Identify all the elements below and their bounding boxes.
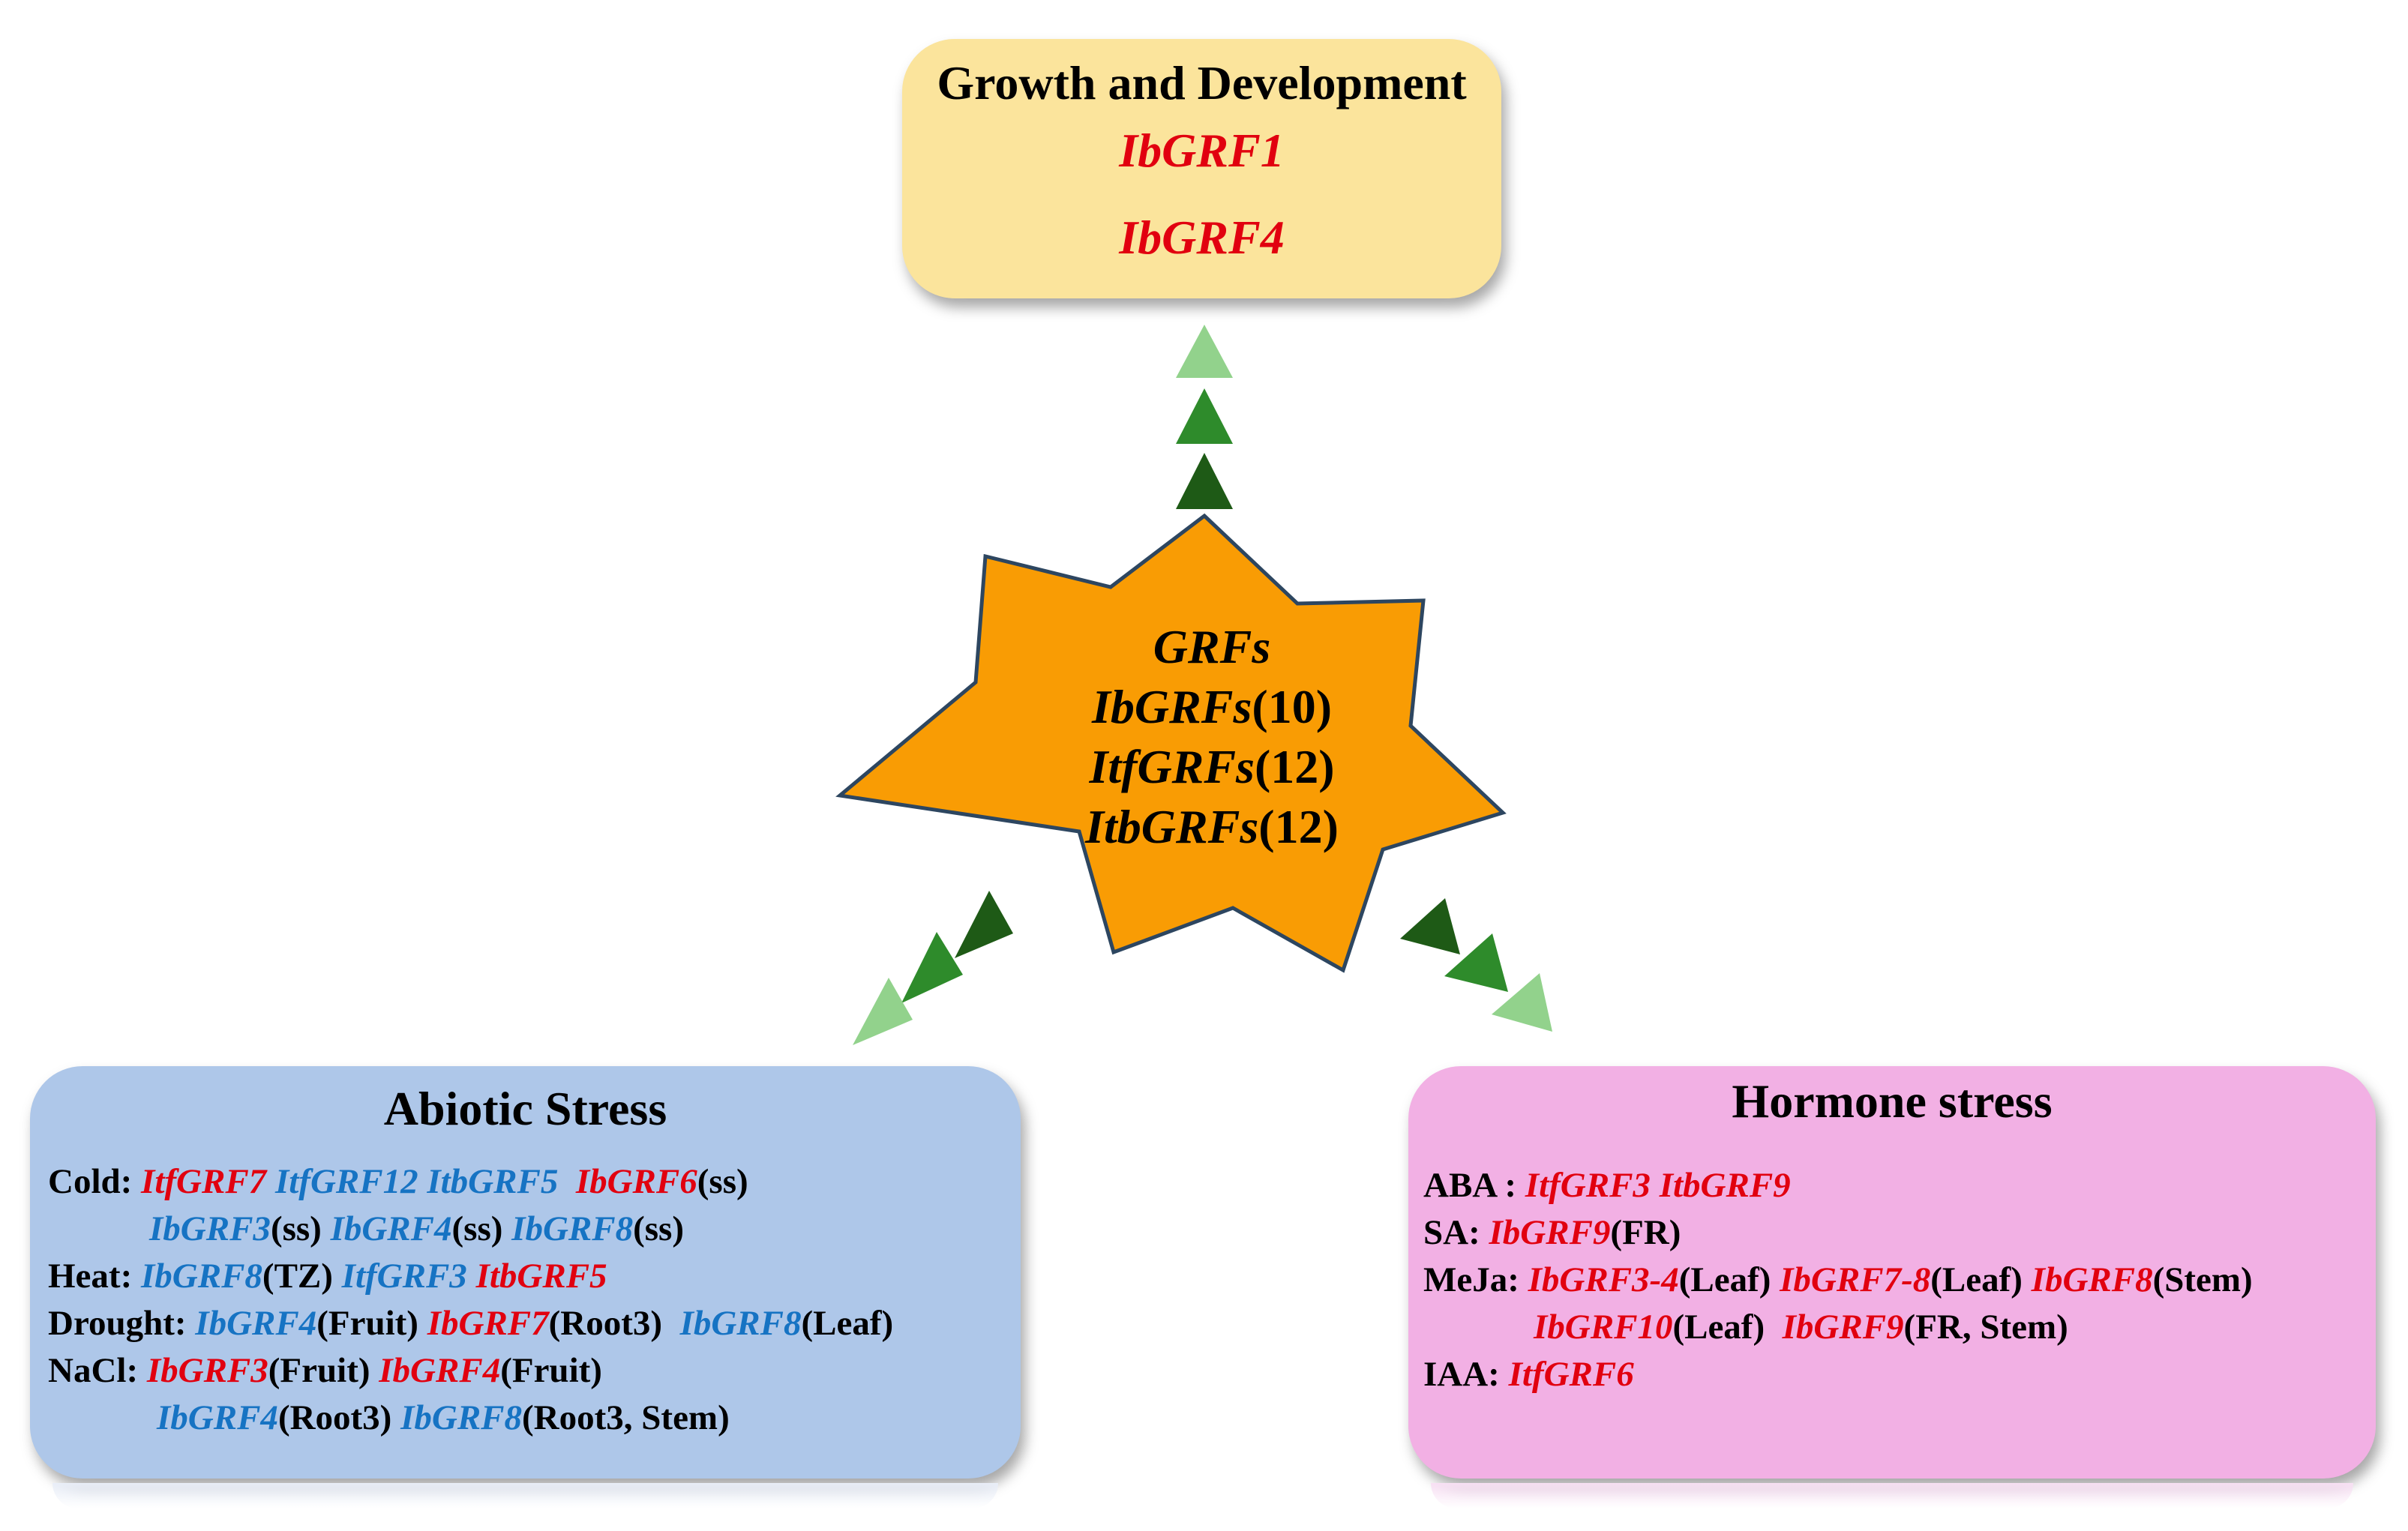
tissue: (Leaf): [801, 1304, 894, 1343]
gene: ItfGRF6: [1508, 1355, 1634, 1394]
hormone-stress-lines: ABA : ItfGRF3 ItbGRF9 SA: IbGRF9(FR) MeJ…: [1423, 1162, 2253, 1398]
abiotic-line-nacl-cont: IbGRF4(Root3) IbGRF8(Root3, Stem): [48, 1395, 893, 1442]
hormone-stress-title: Hormone stress: [1732, 1074, 2053, 1128]
star-ibgrfs-gene: IbGRFs: [1091, 680, 1252, 733]
abiotic-line-cold-cont: IbGRF3(ss) IbGRF4(ss) IbGRF8(ss): [48, 1206, 893, 1253]
gene: IbGRF9: [1489, 1213, 1611, 1252]
gene: IbGRF8: [400, 1398, 523, 1437]
tissue: (Fruit): [500, 1351, 602, 1390]
gene: IbGRF8: [140, 1257, 262, 1296]
gene: IbGRF8: [2031, 1260, 2153, 1299]
tissue: (Root3, Stem): [522, 1398, 730, 1437]
hormone-stress-box: Hormone stress ABA : ItfGRF3 ItbGRF9 SA:…: [1408, 1066, 2376, 1479]
gene: IbGRF10: [1534, 1308, 1673, 1347]
star-itbgrfs-gene: ItbGRFs: [1085, 800, 1259, 853]
abiotic-line-heat: Heat: IbGRF8(TZ) ItfGRF3 ItbGRF5: [48, 1253, 893, 1300]
abiotic-stress-box: Abiotic Stress Cold: ItfGRF7 ItfGRF12 It…: [30, 1066, 1021, 1479]
iaa-label: IAA:: [1423, 1355, 1500, 1394]
abiotic-line-drought: Drought: IbGRF4(Fruit) IbGRF7(Root3) IbG…: [48, 1300, 893, 1347]
gene: IbGRF8: [511, 1209, 634, 1248]
growth-gene-1: IbGRF1: [1119, 124, 1285, 177]
grfs-star-shape: [835, 513, 1507, 973]
aba-label: ABA :: [1423, 1166, 1517, 1205]
gene: ItfGRF12: [274, 1162, 418, 1201]
gene: IbGRF4: [330, 1209, 452, 1248]
gene: ItfGRF3: [341, 1257, 467, 1296]
hormone-line-meja-cont: IbGRF10(Leaf) IbGRF9(FR, Stem): [1423, 1304, 2253, 1351]
tissue: (ss): [697, 1162, 748, 1201]
gene: IbGRF4: [379, 1351, 501, 1390]
star-line-itfgrfs: ItfGRFs(12): [987, 737, 1437, 797]
star-itfgrfs-count: (12): [1254, 740, 1335, 793]
arrow-up-dark-icon: [1176, 453, 1233, 509]
tissue: (ss): [451, 1209, 503, 1248]
gene: IbGRF4: [157, 1398, 278, 1437]
gene: ItbGRF5: [427, 1162, 559, 1201]
cold-label: Cold:: [48, 1162, 133, 1201]
gene: IbGRF3: [146, 1351, 268, 1390]
tissue: (Fruit): [316, 1304, 418, 1343]
hormone-box-reflection: [1431, 1483, 2353, 1509]
tissue: (Root3): [277, 1398, 392, 1437]
arrow-up-mid-icon: [1176, 388, 1233, 444]
gene: IbGRF3: [149, 1209, 271, 1248]
hormone-line-aba: ABA : ItfGRF3 ItbGRF9: [1423, 1162, 2253, 1209]
gene: ItbGRF9: [1659, 1166, 1791, 1205]
abiotic-box-reflection: [52, 1483, 998, 1509]
abiotic-line-nacl: NaCl: IbGRF3(Fruit) IbGRF4(Fruit): [48, 1347, 893, 1395]
star-line-itbgrfs: ItbGRFs(12): [987, 797, 1437, 857]
sa-label: SA:: [1423, 1213, 1480, 1252]
tissue: (Stem): [2152, 1260, 2253, 1299]
tissue: (Leaf): [1672, 1308, 1765, 1347]
tissue: (FR, Stem): [1903, 1308, 2068, 1347]
growth-gene-2: IbGRF4: [1119, 211, 1285, 264]
gene: IbGRF6: [575, 1162, 697, 1201]
star-line-ibgrfs: IbGRFs(10): [987, 677, 1437, 737]
star-ibgrfs-count: (10): [1252, 680, 1333, 733]
gene: IbGRF3-4: [1528, 1260, 1679, 1299]
arrow-down-right-dark-icon: [1400, 898, 1460, 954]
arrow-down-right-mid-icon: [1444, 933, 1508, 992]
tissue: (FR): [1610, 1213, 1681, 1252]
star-itbgrfs-count: (12): [1258, 800, 1339, 853]
abiotic-stress-title: Abiotic Stress: [383, 1082, 667, 1135]
hormone-line-sa: SA: IbGRF9(FR): [1423, 1209, 2253, 1257]
heat-label: Heat:: [48, 1257, 133, 1296]
gene: ItfGRF3: [1525, 1166, 1651, 1205]
gene: IbGRF9: [1782, 1308, 1904, 1347]
tissue: (Leaf): [1678, 1260, 1771, 1299]
gene: IbGRF8: [679, 1304, 802, 1343]
abiotic-line-cold: Cold: ItfGRF7 ItfGRF12 ItbGRF5 IbGRF6(ss…: [48, 1158, 893, 1206]
drought-label: Drought:: [48, 1304, 187, 1343]
gene: ItfGRF7: [141, 1162, 267, 1201]
growth-development-box: Growth and Development IbGRF1 IbGRF4: [902, 39, 1501, 298]
hormone-line-iaa: IAA: ItfGRF6: [1423, 1351, 2253, 1398]
tissue: (Fruit): [268, 1351, 370, 1390]
arrow-down-left-light-icon: [853, 978, 913, 1045]
tissue: (TZ): [262, 1257, 333, 1296]
star-line-grfs: GRFs: [1153, 620, 1271, 673]
hormone-line-meja: MeJa: IbGRF3-4(Leaf) IbGRF7-8(Leaf) IbGR…: [1423, 1257, 2253, 1304]
gene: IbGRF7: [427, 1304, 549, 1343]
tissue: (ss): [270, 1209, 322, 1248]
arrow-up-light-icon: [1176, 325, 1233, 378]
tissue: (Leaf): [1930, 1260, 2023, 1299]
gene: ItbGRF5: [475, 1257, 607, 1296]
star-itfgrfs-gene: ItfGRFs: [1089, 740, 1255, 793]
nacl-label: NaCl:: [48, 1351, 139, 1390]
meja-label: MeJa:: [1423, 1260, 1519, 1299]
growth-development-title: Growth and Development: [937, 56, 1467, 109]
arrow-down-right-light-icon: [1492, 973, 1552, 1032]
arrow-down-left-mid-icon: [901, 932, 963, 1003]
tissue: (Root3): [548, 1304, 663, 1343]
arrow-down-left-dark-icon: [955, 891, 1013, 958]
abiotic-stress-lines: Cold: ItfGRF7 ItfGRF12 ItbGRF5 IbGRF6(ss…: [48, 1158, 893, 1442]
gene: IbGRF4: [195, 1304, 317, 1343]
grfs-star-text: GRFs IbGRFs(10) ItfGRFs(12) ItbGRFs(12): [987, 617, 1437, 857]
gene: IbGRF7-8: [1780, 1260, 1931, 1299]
tissue: (ss): [633, 1209, 684, 1248]
